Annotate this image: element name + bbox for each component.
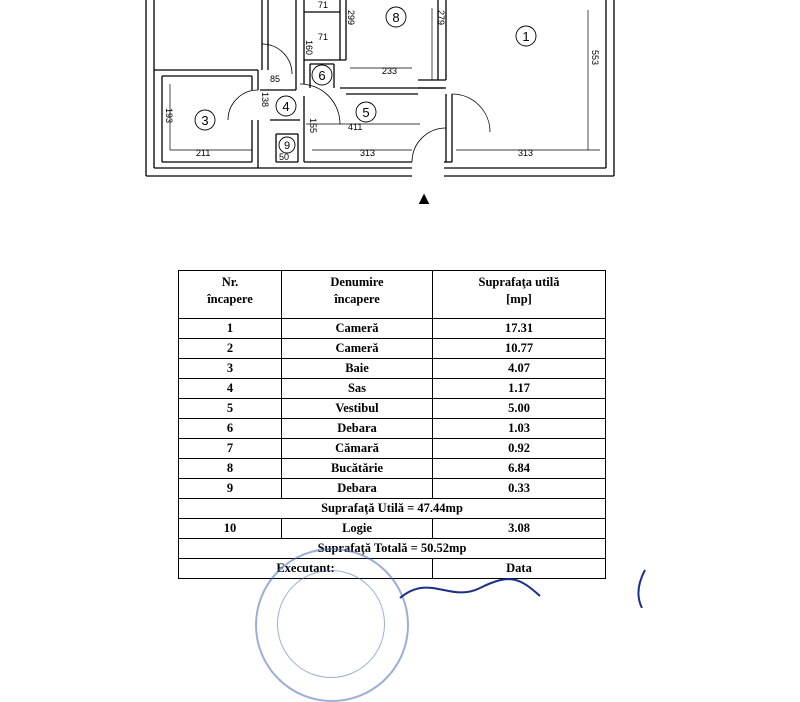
room-area: 10.77 <box>432 338 606 359</box>
useful-total-row: Suprafaţă Utilă = 47.44mp <box>178 498 606 519</box>
room-name: Cameră <box>281 338 433 359</box>
room-area: 5.00 <box>432 398 606 419</box>
room-number-9: 9 <box>284 140 290 152</box>
stamp-inner-ring <box>277 570 385 678</box>
room-name: Debara <box>281 418 433 439</box>
room-nr: 8 <box>178 458 282 479</box>
room-nr: 1 <box>178 318 282 339</box>
signature <box>399 569 646 608</box>
room-area: 4.07 <box>432 358 606 379</box>
dim-85: 85 <box>270 74 280 84</box>
room-name: Debara <box>281 478 433 499</box>
room-name: Baie <box>281 358 433 379</box>
date-label: Data <box>432 558 606 579</box>
dim-138: 138 <box>260 92 270 107</box>
header-useful-area: Suprafaţa utilă [mp] <box>432 270 606 319</box>
room-nr: 7 <box>178 438 282 459</box>
room-area-table: Nr. încapere Denumire încapere Suprafaţa… <box>178 270 606 579</box>
room-name: Sas <box>281 378 433 399</box>
header-room-number: Nr. încapere <box>178 270 282 319</box>
dim-299: 299 <box>346 10 356 25</box>
room-name: Cămară <box>281 438 433 459</box>
loggia-area: 3.08 <box>432 518 606 539</box>
dim-233: 233 <box>382 66 397 76</box>
room-area: 1.03 <box>432 418 606 439</box>
dim-71b: 71 <box>318 32 328 42</box>
dim-411: 411 <box>348 122 362 132</box>
room-nr: 3 <box>178 358 282 379</box>
room-name: Bucătărie <box>281 458 433 479</box>
dim-553: 553 <box>590 50 600 65</box>
room-area: 6.84 <box>432 458 606 479</box>
room-area: 1.17 <box>432 378 606 399</box>
loggia-name: Logie <box>281 518 433 539</box>
room-number-4: 4 <box>282 99 289 114</box>
room-number-8: 8 <box>392 10 399 25</box>
table-header-row: Nr. încapere Denumire încapere Suprafaţa… <box>178 270 606 319</box>
room-name: Vestibul <box>281 398 433 419</box>
room-number-5: 5 <box>362 105 369 120</box>
room-area: 0.33 <box>432 478 606 499</box>
dim-155: 155 <box>308 118 318 133</box>
grand-total: Suprafaţă Totală = 50.52mp <box>178 538 606 559</box>
room-area: 0.92 <box>432 438 606 459</box>
dim-313a: 313 <box>360 148 375 158</box>
room-nr: 5 <box>178 398 282 419</box>
dim-211: 211 <box>196 148 210 158</box>
grand-total-row: Suprafaţă Totală = 50.52mp <box>178 538 606 559</box>
official-stamp <box>255 548 409 702</box>
dim-50: 50 <box>279 152 289 162</box>
floor-plan: 553 279 299 71 71 160 233 85 138 193 155… <box>145 0 615 208</box>
room-nr: 6 <box>178 418 282 439</box>
dim-279: 279 <box>436 10 446 25</box>
room-nr: 2 <box>178 338 282 359</box>
dim-193: 193 <box>164 108 174 123</box>
room-area: 17.31 <box>432 318 606 339</box>
room-number-1: 1 <box>522 29 529 44</box>
header-room-name: Denumire încapere <box>281 270 433 319</box>
dim-71a: 71 <box>318 0 328 10</box>
dim-313b: 313 <box>518 148 533 158</box>
loggia-nr: 10 <box>178 518 282 539</box>
room-number-3: 3 <box>201 113 208 128</box>
room-nr: 9 <box>178 478 282 499</box>
entrance-arrow-icon: ▲ <box>415 188 433 208</box>
room-nr: 4 <box>178 378 282 399</box>
room-number-6: 6 <box>318 68 325 83</box>
dim-160: 160 <box>304 40 314 55</box>
useful-total: Suprafaţă Utilă = 47.44mp <box>178 498 606 519</box>
room-name: Cameră <box>281 318 433 339</box>
